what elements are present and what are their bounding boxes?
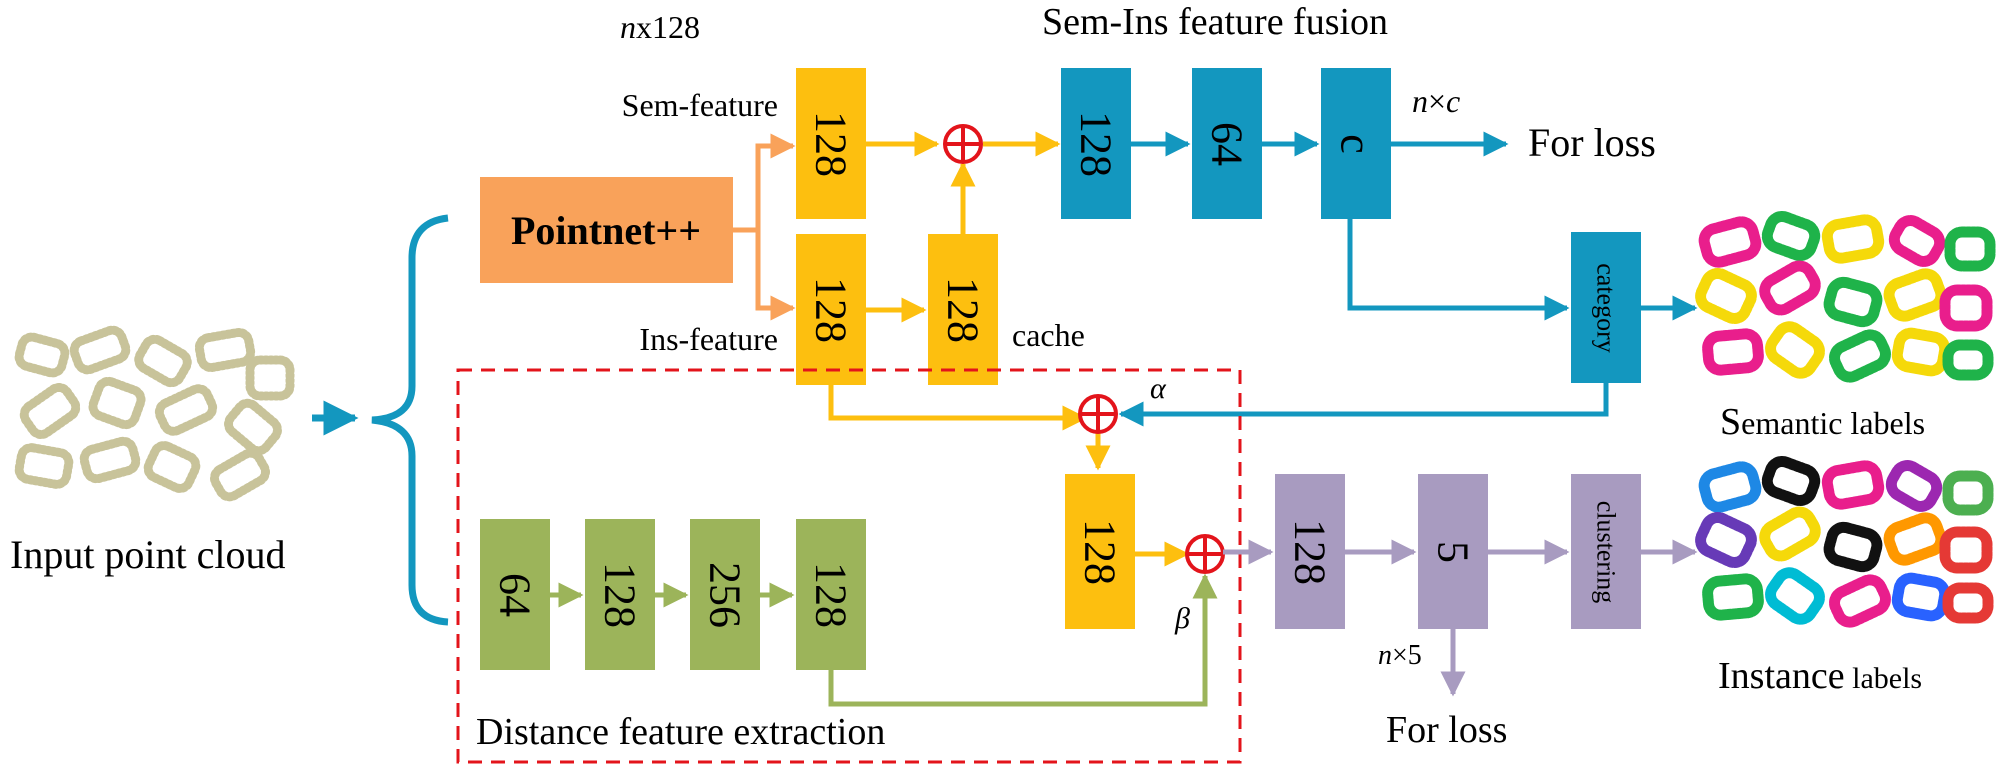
cache-block (928, 234, 998, 385)
distance-feature-label: Distance feature extraction (476, 711, 885, 753)
pointnet-block (480, 177, 733, 283)
dist-block-256 (690, 519, 760, 670)
blue-connectors (1118, 131, 1698, 427)
nxc-label: n×c (1412, 83, 1460, 119)
dist-block-128b (796, 519, 866, 670)
purple-connectors (1223, 539, 1698, 697)
yellow-connectors (828, 131, 1190, 567)
beta-label: β (1174, 602, 1190, 635)
semantic-labels-caption: Semantic labels (1720, 401, 1925, 443)
ins-feature-value: 128 (807, 277, 856, 343)
ins-feature-block (796, 234, 866, 385)
instance-labels-caption: Instance labels (1718, 655, 1922, 697)
dist-block-128a (585, 519, 655, 670)
pointnet-label: Pointnet++ (511, 208, 701, 253)
mid-value-128: 128 (1076, 519, 1125, 585)
dist-block-64 (480, 519, 550, 670)
distance-feature-box (456, 368, 1242, 764)
pointnet-connectors (733, 133, 796, 321)
fusion-block-c (1321, 68, 1391, 219)
fusion-value-128: 128 (1072, 111, 1121, 177)
dist-value-256: 256 (701, 562, 750, 628)
for-loss-bottom: For loss (1386, 709, 1507, 751)
purple-value-128: 128 (1286, 519, 1335, 585)
fusion-value-c: c (1332, 134, 1381, 154)
fusion-value-64: 64 (1203, 122, 1252, 166)
sem-feature-label: Sem-feature (622, 87, 778, 123)
dist-value-128a: 128 (596, 562, 645, 628)
sem-feature-block (796, 68, 866, 219)
semantic-labels-image (1695, 210, 1996, 383)
split-brace (371, 214, 449, 626)
green-connectors (550, 573, 1218, 707)
category-block (1571, 232, 1641, 383)
sum-node-beta (1185, 534, 1225, 574)
clustering-label: clustering (1592, 501, 1621, 604)
for-loss-top: For loss (1528, 120, 1656, 165)
instance-labels-image (1695, 455, 1994, 628)
purple-block-128 (1275, 474, 1345, 629)
fusion-block-64 (1192, 68, 1262, 219)
purple-block-5 (1418, 474, 1488, 629)
purple-value-5: 5 (1429, 541, 1478, 563)
sum-node-alpha (1078, 394, 1118, 434)
fusion-block-128 (1061, 68, 1131, 219)
dist-value-128b: 128 (807, 562, 856, 628)
clustering-block (1571, 474, 1641, 629)
dist-value-64: 64 (491, 573, 540, 617)
alpha-label: α (1150, 372, 1167, 405)
sum-node-sem (943, 124, 983, 164)
fusion-title: Sem-Ins feature fusion (1042, 1, 1388, 43)
nx5-label: n×5 (1378, 640, 1422, 671)
sem-feature-value: 128 (807, 111, 856, 177)
input-point-cloud-image (8, 325, 308, 505)
ins-feature-label: Ins-feature (639, 321, 778, 357)
mid-block-128 (1065, 474, 1135, 629)
cache-value: 128 (939, 277, 988, 343)
input-point-cloud-label: Input point cloud (10, 532, 286, 577)
cache-label: cache (1012, 317, 1085, 353)
category-label: category (1592, 263, 1621, 353)
nx128-label: nx128 (620, 9, 700, 45)
